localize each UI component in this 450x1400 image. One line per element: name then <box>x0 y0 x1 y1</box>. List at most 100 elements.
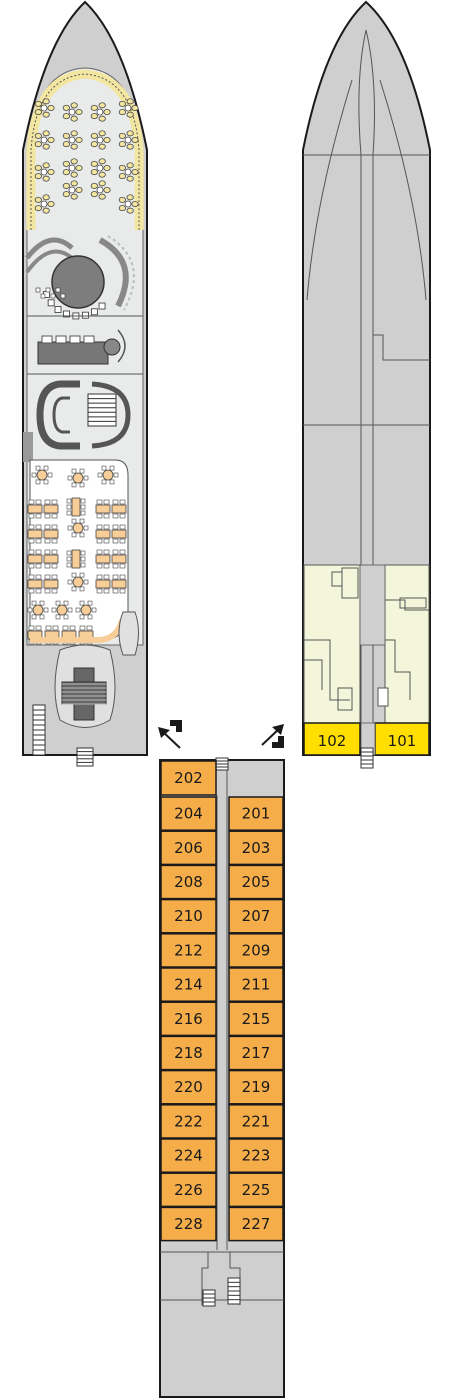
gangway-stairs <box>77 751 93 763</box>
cabin-226[interactable]: 226 <box>160 1172 217 1208</box>
cabin-207-label: 207 <box>242 907 271 925</box>
dining-table-square <box>111 574 127 594</box>
cabin-208[interactable]: 208 <box>160 864 217 900</box>
cabin-222[interactable]: 222 <box>160 1104 217 1139</box>
dining-table-square <box>27 524 43 544</box>
cabin-212[interactable]: 212 <box>160 933 217 968</box>
cabin-202[interactable]: 202 <box>160 760 217 796</box>
cabin-223[interactable]: 223 <box>228 1138 284 1173</box>
lounge-table <box>34 194 55 214</box>
dining-table-square <box>95 549 111 569</box>
cabin-228[interactable]: 228 <box>160 1206 217 1242</box>
dining-table-long <box>66 497 86 517</box>
lounge-table <box>34 98 55 118</box>
cabin-206[interactable]: 206 <box>160 830 217 866</box>
dining-table-round <box>51 600 73 620</box>
cabin-211[interactable]: 211 <box>228 967 284 1002</box>
cabin-217[interactable]: 217 <box>228 1035 284 1071</box>
dining-table-square <box>111 549 127 569</box>
central-stairwell <box>23 380 131 462</box>
cabin-202-label: 202 <box>174 769 203 787</box>
cabin-226-label: 226 <box>174 1181 203 1199</box>
dining-tables <box>27 465 127 645</box>
cabin-225[interactable]: 225 <box>228 1172 284 1208</box>
cabin-210[interactable]: 210 <box>160 898 217 934</box>
dining-table-square <box>27 574 43 594</box>
cabin-205-label: 205 <box>242 873 271 891</box>
cabin-227-label: 227 <box>242 1215 271 1233</box>
dining-table-square <box>95 499 111 519</box>
cabin-219-label: 219 <box>242 1078 271 1096</box>
lounge-table <box>62 158 83 178</box>
dining-table-round <box>67 518 89 538</box>
lounge-table <box>118 162 139 182</box>
stair-steps <box>88 398 116 422</box>
dining-table-round <box>97 465 119 485</box>
cabin-227[interactable]: 227 <box>228 1206 284 1242</box>
cabin-216-label: 216 <box>174 1010 203 1028</box>
cabin-215-label: 215 <box>242 1010 271 1028</box>
cabin-220-label: 220 <box>174 1078 203 1096</box>
cabin-218[interactable]: 218 <box>160 1035 217 1071</box>
cabin-228-label: 228 <box>174 1215 203 1233</box>
cabin-201[interactable]: 201 <box>228 796 284 831</box>
dining-table-square <box>43 499 59 519</box>
cabin-217-label: 217 <box>242 1044 271 1062</box>
lounge-table <box>34 130 55 150</box>
cabin-214[interactable]: 214 <box>160 967 217 1002</box>
cabin-205[interactable]: 205 <box>228 864 284 900</box>
cabin-216[interactable]: 216 <box>160 1001 217 1037</box>
main-gangway-stairs <box>361 751 373 765</box>
dining-table-square <box>111 524 127 544</box>
cabin-211-label: 211 <box>242 976 271 994</box>
dining-table-square <box>95 574 111 594</box>
lounge-set <box>37 329 126 365</box>
cabin-215[interactable]: 215 <box>228 1001 284 1037</box>
cabin-102-label: 102 <box>318 732 347 750</box>
cabin-209-label: 209 <box>242 941 271 959</box>
lounge-table <box>90 130 111 150</box>
cabin-224[interactable]: 224 <box>160 1138 217 1173</box>
cabin-223-label: 223 <box>242 1147 271 1165</box>
lounge-tables <box>34 98 139 214</box>
cabin-204[interactable]: 204 <box>160 796 217 831</box>
dining-table-round <box>75 600 97 620</box>
cabin-209[interactable]: 209 <box>228 933 284 968</box>
cabin-222-label: 222 <box>174 1112 203 1130</box>
cabin-218-label: 218 <box>174 1044 203 1062</box>
dining-table-square <box>111 499 127 519</box>
cabin-221[interactable]: 221 <box>228 1104 284 1139</box>
bar-counter <box>51 255 105 309</box>
dining-table-square <box>43 549 59 569</box>
dining-table-square <box>43 524 59 544</box>
stern-terrace <box>32 611 139 767</box>
main-deck: 102 101 <box>302 0 431 769</box>
cabin-101-label: 101 <box>388 732 417 750</box>
bar-area <box>25 235 135 320</box>
dining-table-long <box>66 549 86 569</box>
cabin-212-label: 212 <box>174 941 203 959</box>
crew-area-right <box>384 564 430 724</box>
lounge-table <box>118 130 139 150</box>
dining-table-round <box>27 600 49 620</box>
cabin-225-label: 225 <box>242 1181 271 1199</box>
cabin-206-label: 206 <box>174 839 203 857</box>
upper-gangway-stairs <box>216 760 228 768</box>
cabin-201-label: 201 <box>242 805 271 823</box>
cabin-102[interactable] <box>303 722 361 756</box>
crew-area-left <box>303 564 361 724</box>
arrow-up-left-stairs-icon <box>158 720 182 749</box>
lounge-table <box>62 180 83 200</box>
lounge-table <box>90 158 111 178</box>
cabin-220[interactable]: 220 <box>160 1069 217 1105</box>
lounge-table <box>90 180 111 200</box>
cabin-203[interactable]: 203 <box>228 830 284 866</box>
dining-table-round <box>31 465 53 485</box>
cabin-219[interactable]: 219 <box>228 1069 284 1105</box>
dining-table-square <box>95 524 111 544</box>
dining-table-round <box>67 468 89 488</box>
cabin-207[interactable]: 207 <box>228 898 284 934</box>
lounge-table <box>34 162 55 182</box>
